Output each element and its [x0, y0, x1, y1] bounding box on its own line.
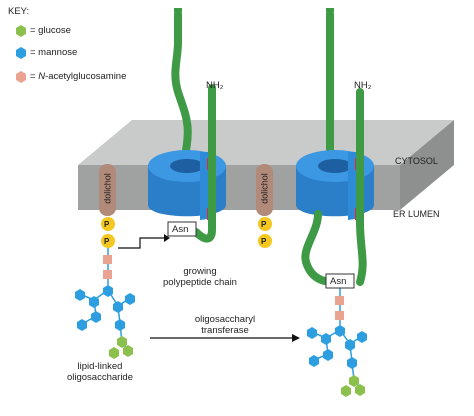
phosphate-right-2-label: P	[261, 237, 267, 246]
lipid-label-line2: oligosaccharide	[66, 372, 133, 383]
key-nag-hexagon	[16, 71, 26, 83]
dolichol-left-label: dolichol	[102, 173, 113, 204]
lipid-label-line1: lipid-linked	[77, 361, 123, 372]
dolichol-right-label: dolichol	[259, 173, 270, 204]
phosphate-left-1	[101, 217, 115, 231]
oligosaccharide-right-sugars	[307, 296, 367, 397]
key-title: KEY:	[8, 6, 30, 17]
key-mannose-label: = mannose	[30, 47, 78, 58]
phosphate-right-1	[258, 217, 272, 231]
phosphate-left-2-label: P	[104, 237, 110, 246]
oligosaccharide-left-sugars	[75, 255, 135, 359]
dolichol-right-pill	[256, 164, 273, 216]
nh2-left-label: NH₂	[206, 80, 224, 91]
translocon-left	[148, 8, 226, 243]
phosphate-left-1-label: P	[104, 220, 110, 229]
asn-right-label: Asn	[330, 276, 347, 287]
key-mannose-hexagon	[16, 47, 26, 59]
phosphate-right-2	[258, 234, 272, 248]
arrow-to-asn	[118, 237, 164, 249]
phosphate-right-1-label: P	[261, 220, 267, 229]
membrane-right-face	[400, 120, 454, 210]
key-glucose-hexagon	[16, 25, 26, 37]
nh2-right-label: NH₂	[354, 80, 372, 91]
er-lumen-label: ER LUMEN	[393, 209, 440, 219]
transferase-label-line1: oligosaccharyl	[194, 314, 256, 325]
key-nag-label: = N-acetylglucosamine	[30, 71, 127, 82]
translocon-right	[296, 8, 374, 286]
asn-left-box	[167, 221, 197, 237]
transferase-label-line2: transferase	[201, 325, 249, 336]
growing-label-line1: growing	[183, 266, 217, 277]
dolichol-left-pill	[99, 164, 116, 216]
phosphate-left-2	[101, 234, 115, 248]
cytosol-label: CYTOSOL	[395, 156, 438, 166]
key-glucose-label: = glucose	[30, 25, 71, 36]
asn-right-box	[325, 273, 355, 289]
asn-left-label: Asn	[172, 224, 189, 235]
growing-label-line2: polypeptide chain	[163, 277, 237, 288]
